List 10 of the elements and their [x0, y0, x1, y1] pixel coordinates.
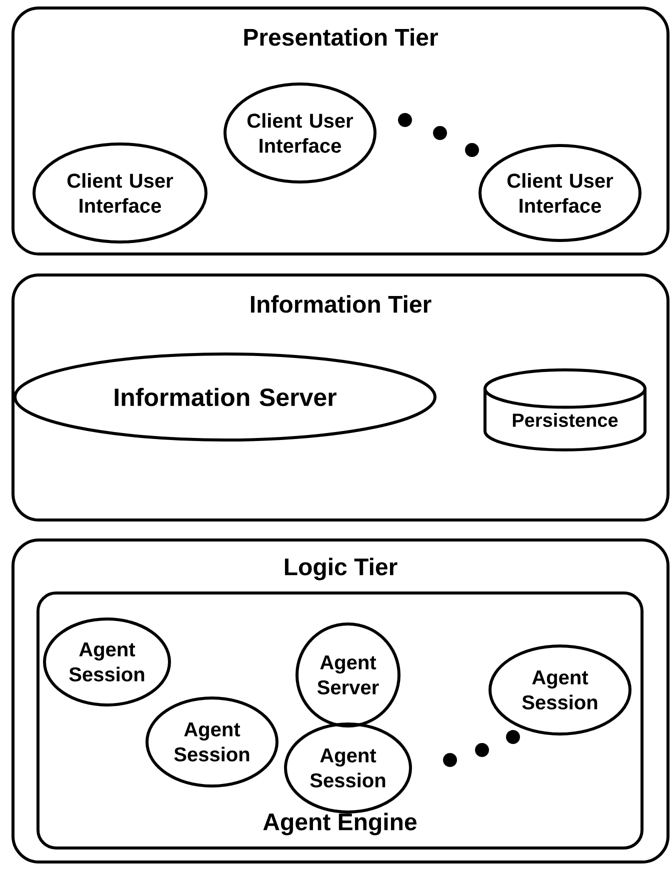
database-cylinder: Persistence — [484, 368, 646, 452]
ellipse-node: Agent Session — [146, 696, 278, 788]
ellipse-node: Agent Session — [284, 722, 412, 814]
ellipse-node: Client User Interface — [478, 144, 642, 242]
ellipse-node: Information Server — [14, 352, 436, 442]
ellipse-node: Agent Session — [43, 618, 171, 706]
ellipse-node: Client User Interface — [32, 142, 208, 244]
ellipse-node: Client User Interface — [224, 82, 376, 184]
ellipse-node: Agent Session — [488, 644, 632, 736]
ellipse-node: Agent Server — [296, 622, 400, 728]
